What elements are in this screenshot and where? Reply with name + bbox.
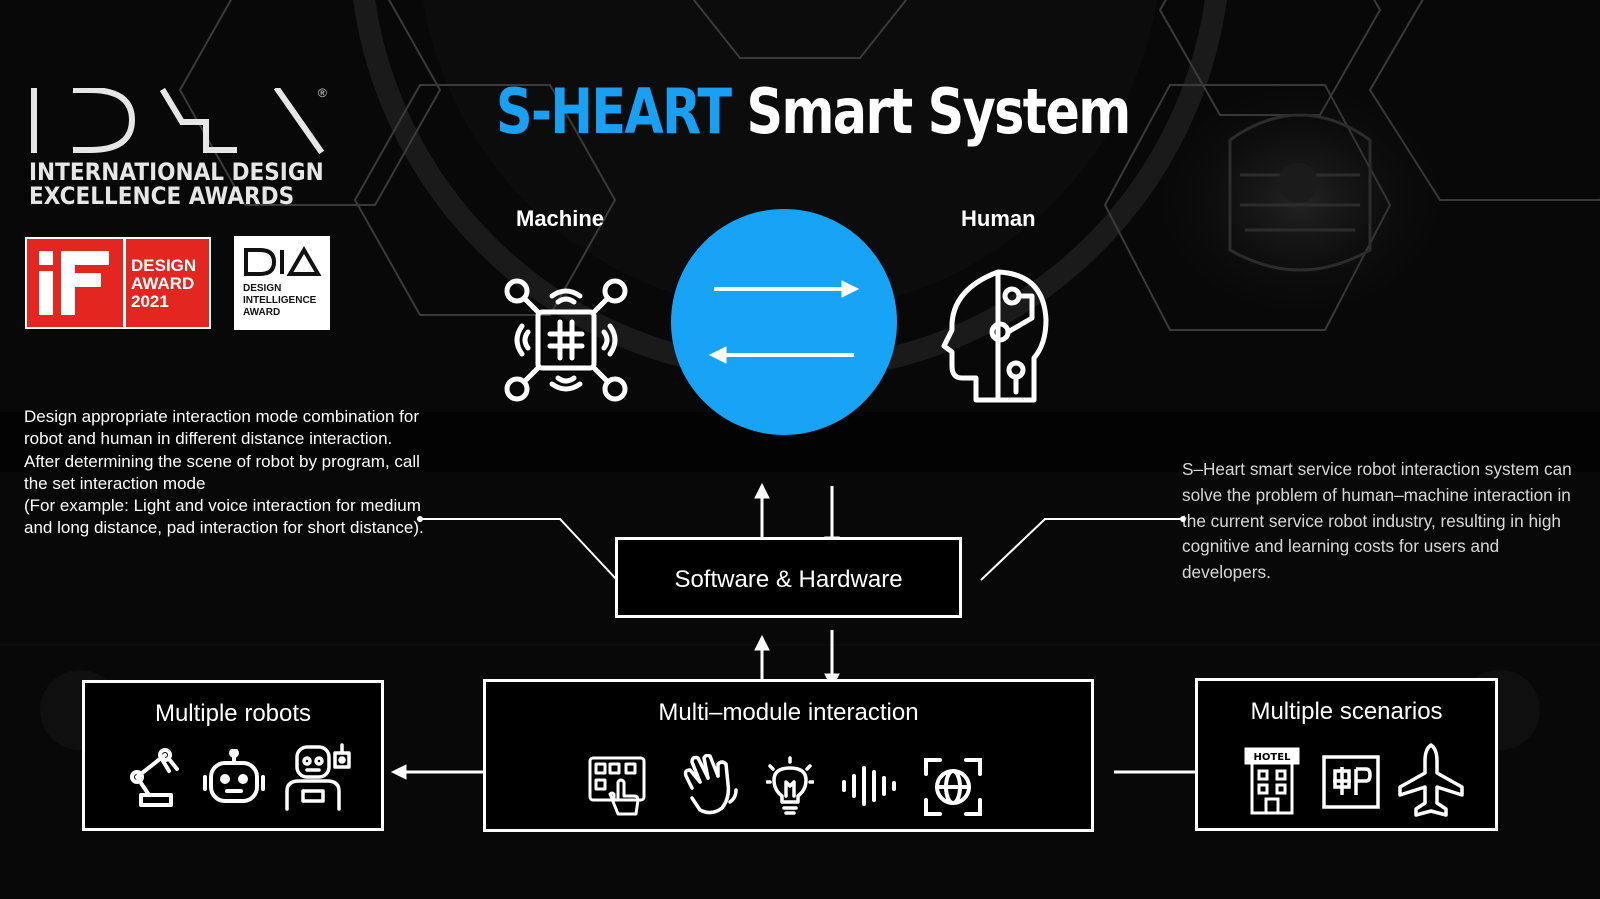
ida-caption-line2: EXCELLENCE AWARDS [29, 182, 295, 210]
dia-award-text: DESIGN INTELLIGENCE AWARD [243, 283, 316, 319]
robot-face-icon [203, 749, 265, 803]
dia-logo-icon [244, 246, 322, 276]
voice-wave-icon [842, 766, 896, 806]
if-line1: DESIGN [131, 256, 197, 275]
airplane-icon [1398, 743, 1464, 817]
robot-chip-icon [504, 278, 628, 402]
if-line3: 2021 [131, 292, 169, 311]
if-design-award-badge: DESIGN AWARD 2021 [25, 237, 211, 329]
robot-arm-icon [130, 748, 179, 807]
hotel-icon: HOTEL [1244, 747, 1300, 815]
if-logo-icon [39, 251, 109, 315]
title-accent: S-HEART [496, 75, 732, 148]
registered-mark: ® [318, 86, 327, 100]
hotel-sign: HOTEL [1254, 752, 1292, 763]
light-bulb-icon [766, 756, 814, 815]
multiple-robots-label: Multiple robots [154, 700, 312, 727]
bank-icon [1322, 755, 1380, 809]
dia-line3: AWARD [243, 307, 281, 318]
multi-module-box: Multi–module interaction [483, 679, 1094, 832]
left-connector [420, 518, 618, 581]
ida-logo-icon [31, 88, 325, 155]
exchange-circle [671, 209, 897, 435]
title-rest: Smart System [730, 75, 1131, 148]
right-description: S–Heart smart service robot interaction … [1182, 457, 1582, 586]
human-label: Human [961, 206, 1036, 231]
dia-line1: DESIGN [243, 283, 282, 294]
multiple-scenarios-box: Multiple scenarios HOTEL [1195, 678, 1498, 831]
humanoid-robot-icon [285, 743, 351, 811]
right-description-text: S–Heart smart service robot interaction … [1182, 459, 1572, 583]
ai-head-icon [941, 269, 1049, 403]
machine-label: Machine [516, 206, 605, 231]
left-description-text: Design appropriate interaction mode comb… [24, 407, 424, 538]
ida-caption-line1: INTERNATIONAL DESIGN [29, 158, 324, 186]
if-divider [123, 239, 126, 327]
dia-award-badge: DESIGN INTELLIGENCE AWARD [234, 236, 330, 330]
if-award-text: DESIGN AWARD 2021 [131, 257, 196, 311]
face-scan-icon [924, 758, 982, 816]
dia-line2: INTELLIGENCE [243, 295, 317, 306]
software-hardware-box: Software & Hardware [615, 537, 962, 618]
gesture-hand-icon [683, 754, 738, 815]
right-connector [980, 518, 1183, 581]
page-title: S-HEART Smart System [496, 75, 1131, 148]
multi-module-label: Multi–module interaction [658, 699, 919, 726]
ida-caption: INTERNATIONAL DESIGN EXCELLENCE AWARDS [29, 160, 324, 208]
touch-screen-icon [588, 756, 646, 816]
left-description: Design appropriate interaction mode comb… [24, 406, 424, 540]
multiple-scenarios-label: Multiple scenarios [1250, 698, 1443, 725]
software-hardware-label: Software & Hardware [674, 566, 903, 593]
exchange-arrows-icon [708, 280, 860, 364]
if-line2: AWARD [131, 274, 195, 293]
multiple-robots-box: Multiple robots [82, 680, 384, 831]
